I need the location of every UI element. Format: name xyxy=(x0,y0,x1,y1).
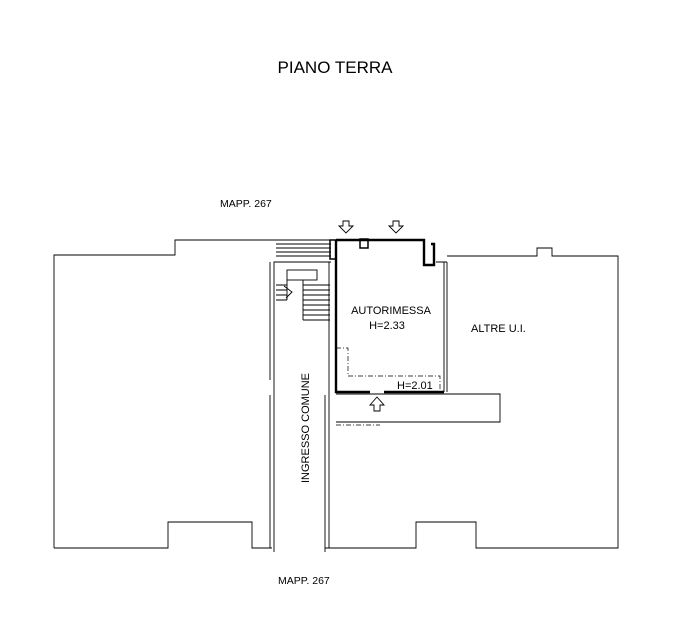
garage-height-low-label: H=2.01 xyxy=(397,380,433,392)
building-outline-left xyxy=(53,239,276,549)
garage-walls xyxy=(334,238,444,394)
parcel-label-bottom: MAPP. 267 xyxy=(278,575,330,587)
access-arrow-bottom-icon xyxy=(369,396,385,412)
plan-title: PIANO TERRA xyxy=(278,58,394,77)
common-entrance-label: INGRESSO COMUNE xyxy=(300,373,312,483)
lowered-ceiling-outline xyxy=(336,347,441,392)
building-outline-right xyxy=(325,247,619,549)
other-units-label: ALTRE U.I. xyxy=(471,323,526,335)
garage-pillar xyxy=(359,238,369,249)
garage-right-wall xyxy=(436,261,448,392)
corridor-bottom xyxy=(273,548,326,552)
ramp-band xyxy=(336,393,501,423)
garage-name-label: AUTORIMESSA xyxy=(351,305,432,317)
garage-column xyxy=(329,239,337,260)
corridor-left-wall xyxy=(269,261,331,548)
access-arrow-right-icon xyxy=(387,220,405,234)
staircase xyxy=(276,269,330,321)
access-arrow-left-icon xyxy=(337,220,355,234)
parcel-label-top: MAPP. 267 xyxy=(220,198,272,210)
entrance-steps-top xyxy=(276,239,331,257)
garage-height-label: H=2.33 xyxy=(369,320,405,332)
